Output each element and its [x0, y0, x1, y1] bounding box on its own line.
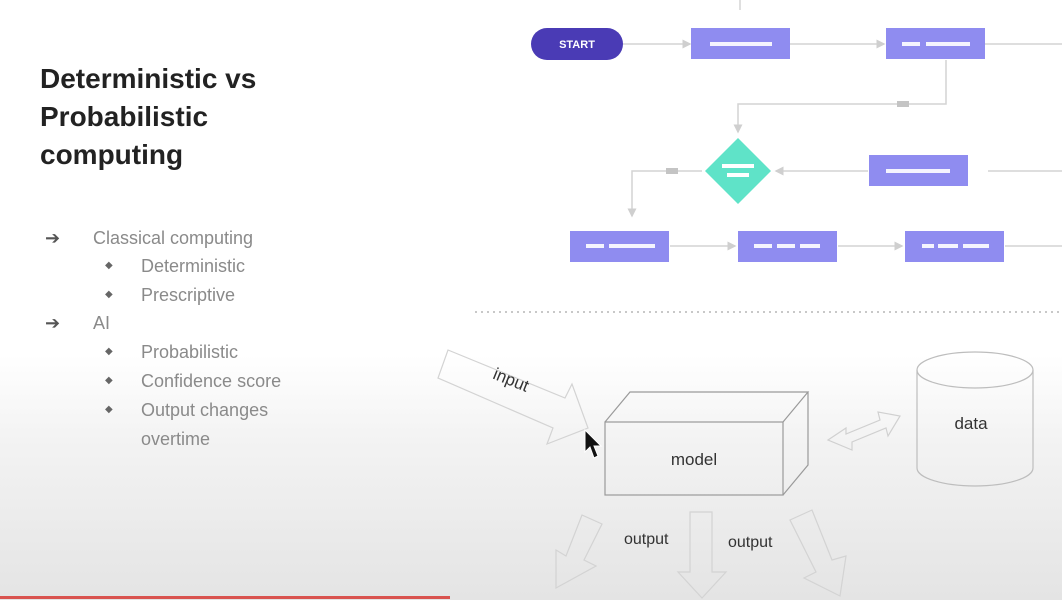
process-box[interactable] — [869, 155, 968, 186]
title-line-2: Probabilistic — [40, 101, 209, 132]
process-box[interactable] — [691, 28, 790, 59]
flowchart-connectors — [623, 0, 1062, 251]
bullet-dot-icon: ◆ — [105, 260, 113, 271]
process-box[interactable] — [905, 231, 1004, 262]
arrow-right-icon: ➔ — [45, 313, 61, 333]
bullet-item: ◆ Probabilistic — [105, 338, 238, 366]
model-diagram — [437, 349, 1034, 599]
slide-title: Deterministic vs Probabilistic computing — [40, 60, 360, 174]
output-arrow-center — [676, 511, 728, 599]
data-label: data — [954, 414, 988, 433]
process-box[interactable] — [570, 231, 669, 262]
video-progress-bar[interactable] — [0, 596, 450, 599]
data-cylinder — [916, 351, 1034, 487]
connector-label-placeholder — [897, 101, 909, 107]
start-node[interactable]: START — [531, 28, 623, 60]
output-arrow-left — [555, 514, 603, 590]
bullet-item: ➔ AI — [45, 309, 110, 337]
bullet-item: ◆ Output changes — [105, 396, 268, 424]
mouse-cursor-icon — [584, 428, 603, 459]
input-label: input — [490, 364, 532, 396]
bullet-dot-icon: ◆ — [105, 375, 113, 386]
input-arrow — [437, 349, 589, 446]
connector-label-placeholder — [666, 168, 678, 174]
bullet-dot-icon: ◆ — [105, 346, 113, 357]
start-label: START — [559, 39, 595, 51]
bullet-item: ◆ Confidence score — [105, 367, 281, 395]
bullet-item: ◆ Prescriptive — [105, 281, 235, 309]
output-label-right: output — [728, 534, 773, 551]
output-arrow-right — [789, 509, 847, 597]
bidirectional-arrow — [826, 411, 901, 451]
bullet-item-continuation: overtime — [141, 429, 211, 449]
process-box[interactable] — [738, 231, 837, 262]
bullet-dot-icon: ◆ — [105, 404, 113, 415]
model-box — [604, 391, 810, 496]
arrow-right-icon: ➔ — [45, 228, 61, 248]
process-box[interactable] — [886, 28, 985, 59]
bullet-dot-icon: ◆ — [105, 289, 113, 300]
bullet-item: ➔ Classical computing — [45, 224, 253, 252]
decision-node[interactable] — [705, 138, 771, 204]
output-label-left: output — [624, 531, 669, 548]
title-line-1: Deterministic vs — [40, 63, 257, 94]
title-line-3: computing — [40, 139, 184, 170]
bullet-item: ◆ Deterministic — [105, 252, 245, 280]
model-label: model — [671, 450, 717, 469]
